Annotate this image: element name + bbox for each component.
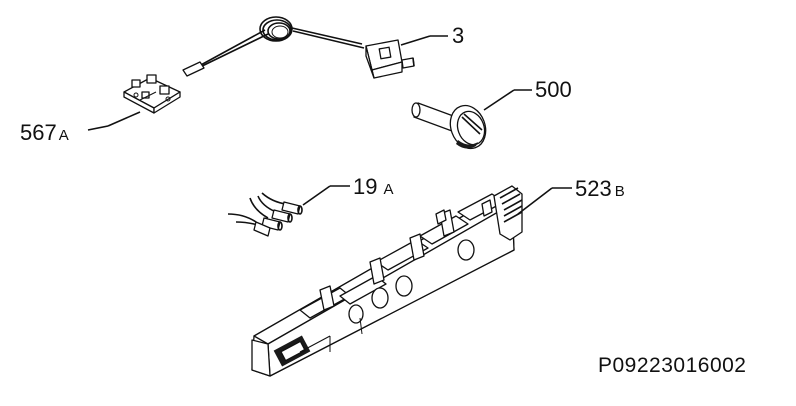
leader-line-567Ab (87, 125, 109, 131)
control-panel-part (251, 185, 523, 377)
knob-part (411, 102, 487, 150)
pcb-part (123, 74, 181, 114)
leader-line-523B (517, 187, 553, 215)
label-part-3: 3 (452, 23, 464, 48)
leader-line-567A (107, 111, 141, 127)
leader-line-19A (302, 185, 331, 206)
leader-line-500 (483, 89, 515, 111)
cable-set-part (227, 192, 303, 237)
thermostat-part (182, 16, 415, 79)
leader-line-3 (400, 35, 431, 46)
drawing-code: P09223016002 (598, 354, 746, 377)
label-part-500: 500 (535, 77, 572, 102)
